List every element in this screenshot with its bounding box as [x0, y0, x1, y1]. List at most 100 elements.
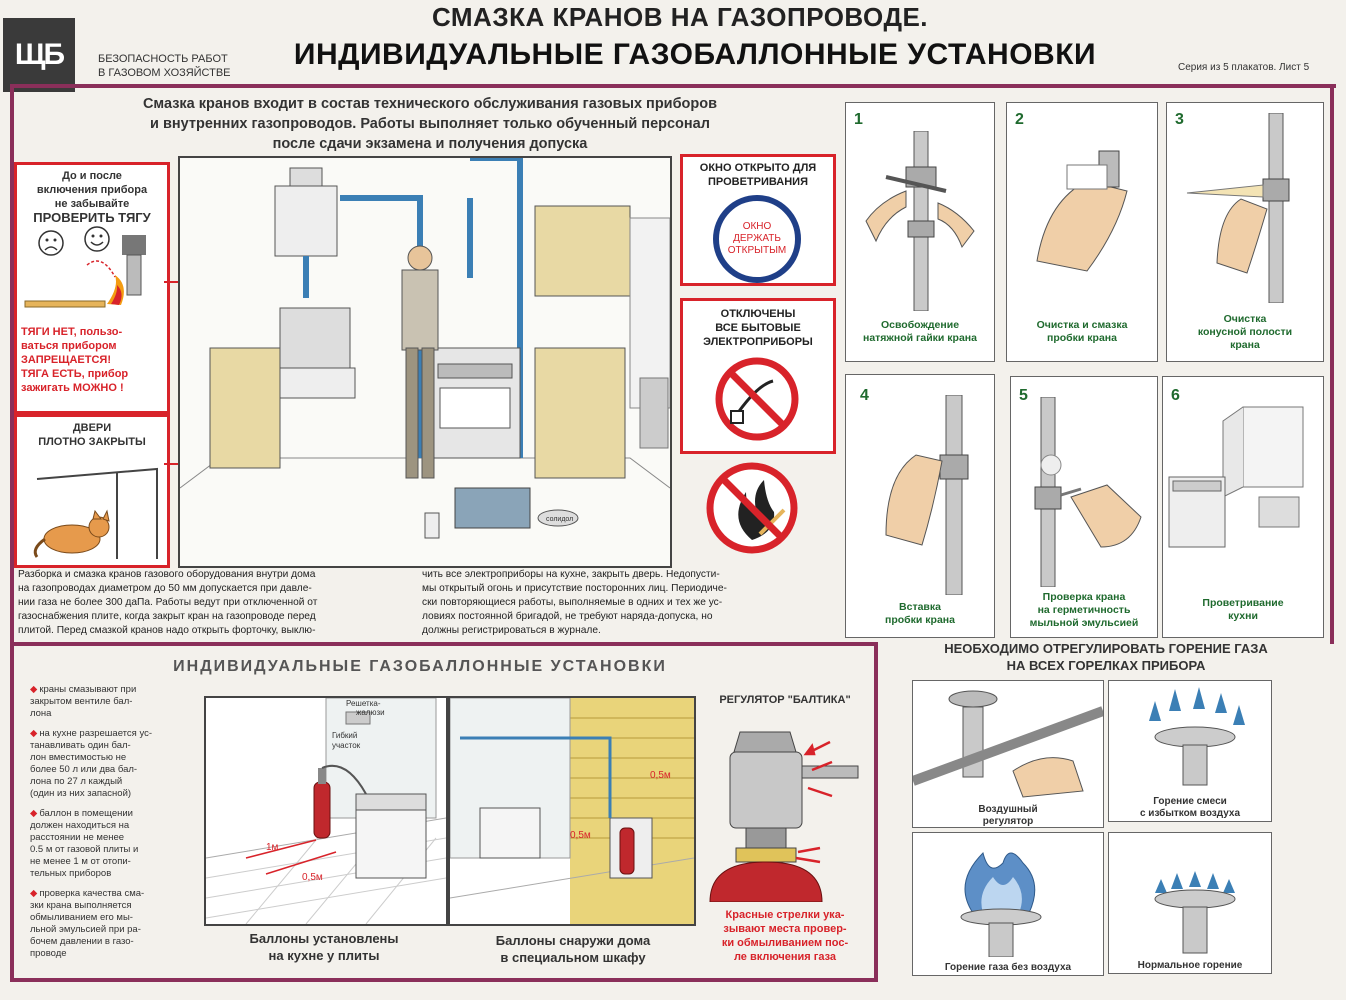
kitchen-illustration: солидол	[180, 158, 670, 539]
indoor-caption-line2: на кухне у плиты	[268, 948, 380, 963]
no-electric-plug-icon	[715, 357, 799, 441]
bottom-frame-line	[10, 978, 878, 982]
appliances-off-sign: ОТКЛЮЧЕНЫ ВСЕ БЫТОВЫЕ ЭЛЕКТРОПРИБОРЫ	[680, 298, 836, 454]
burner-heading-line1: НЕОБХОДИМО ОТРЕГУЛИРОВАТЬ ГОРЕНИЕ ГАЗА	[944, 641, 1268, 656]
step-caption-line: Проветривание	[1202, 597, 1284, 609]
normal-burning-panel: Нормальное горение	[1108, 832, 1272, 974]
badge-line3: ОТКРЫТЫМ	[727, 245, 787, 256]
step-card-6: 6 Проветривание кухни	[1162, 376, 1324, 638]
burner-heading-line2: НА ВСЕХ ГОРЕЛКАХ ПРИБОРА	[1006, 658, 1206, 673]
match-flame-illustration	[24, 226, 146, 308]
step-number: 5	[1019, 387, 1028, 404]
rule-line: обмыливанием его мы-	[30, 912, 133, 923]
rule-line: танавливать один бал-	[30, 740, 131, 751]
window-sign-line2: ПРОВЕТРИВАНИЯ	[708, 176, 808, 188]
badge-line2: ДЕРЖАТЬ	[733, 233, 781, 244]
distance-05m-side-label: 0,5м	[570, 830, 591, 841]
step-caption-line: на герметичность	[1037, 604, 1131, 616]
right-frame-line	[1330, 84, 1334, 644]
yes-draft-line1: ТЯГА ЕСТЬ, прибор	[21, 368, 129, 380]
window-sign-line1: ОКНО ОТКРЫТО ДЛЯ	[699, 162, 817, 174]
paragraph-line: плитой. Перед смазкой кранов надо открыт…	[18, 625, 316, 636]
no-air-caption: Горение газа без воздуха	[944, 962, 1072, 973]
cylinder-section-heading: ИНДИВИДУАЛЬНЫЕ ГАЗОБАЛЛОННЫЕ УСТАНОВКИ	[173, 658, 667, 675]
rule-line: льной эмульсией при ра-	[30, 924, 141, 935]
grille-label-1: Решетка-	[346, 699, 381, 708]
rule-line: баллон в помещении	[39, 808, 133, 819]
procedure-paragraph-col2: чить все электроприборы на кухне, закрыт…	[422, 568, 842, 638]
sheet-number: Серия из 5 плакатов. Лист 5	[1178, 62, 1310, 73]
paragraph-line: чить все электроприборы на кухне, закрыт…	[422, 569, 720, 580]
mid-vertical-line	[874, 642, 878, 982]
rule-line: лона	[30, 708, 52, 719]
draft-text-3: не забывайте	[54, 198, 130, 210]
indoor-cylinder-illustration: Решетка- жалюзи Гибкий участок 1м 0,5м	[206, 698, 446, 924]
doors-text-2: ПЛОТНО ЗАКРЫТЫ	[38, 436, 146, 448]
step-number: 2	[1015, 111, 1024, 128]
paragraph-line: ски повторяющиеся работы, выполняемые в …	[422, 597, 723, 608]
paragraph-line: ловиях постоянной бригадой, не требуют н…	[422, 611, 713, 622]
intro-line3: после сдачи экзамена и получения допуска	[272, 136, 588, 152]
procedure-paragraph-col1: Разборка и смазка кранов газового оборуд…	[18, 568, 420, 638]
top-frame-line	[10, 84, 1336, 88]
hose-label-1: Гибкий	[332, 731, 357, 740]
rule-line: бочем давлении в газо-	[30, 936, 134, 947]
loosen-nut-illustration	[865, 131, 975, 311]
rule-line: более 50 л или два бал-	[30, 764, 138, 775]
rule-line: зки крана выполняется	[30, 900, 132, 911]
paragraph-line: нии газа не более 300 даПа. Работы ведут…	[18, 597, 318, 608]
rule-line: не менее 1 м от отопи-	[30, 856, 131, 867]
rule-item: ◆на кухне разрешается ус- танавливать од…	[30, 728, 200, 800]
indoor-cylinder-scene: Решетка- жалюзи Гибкий участок 1м 0,5м	[204, 696, 448, 926]
rule-item: ◆проверка качества сма- зки крана выполн…	[30, 888, 200, 960]
distance-05m-top-label: 0,5м	[650, 770, 671, 781]
excess-air-caption-line2: с избытком воздуха	[1139, 808, 1241, 819]
draft-text-2: включения прибора	[36, 184, 148, 196]
step-caption-line: пробки крана	[885, 614, 955, 626]
normal-flame-illustration	[1154, 871, 1236, 954]
regulator-note-line: ле включения газа	[733, 951, 837, 963]
no-draft-line2: ваться прибором	[21, 340, 117, 352]
step-caption-line: мыльной эмульсией	[1029, 617, 1139, 629]
step-caption-line: Проверка крана	[1042, 591, 1126, 603]
step-card-4: 4 Вставка пробки крана	[845, 374, 995, 638]
publisher-logo: ЩБ	[3, 18, 75, 92]
draft-check-box: До и после включения прибора не забывайт…	[14, 162, 170, 414]
paragraph-line: на газопроводах диаметром до 50 мм допус…	[18, 583, 312, 594]
no-air-flame-illustration	[960, 852, 1042, 958]
grille-label-2: жалюзи	[356, 708, 385, 717]
step-caption-line: Очистка	[1223, 313, 1267, 325]
air-regulator-caption: Воздушный регулятор	[913, 804, 1103, 827]
clean-plug-illustration	[1036, 150, 1128, 272]
excess-air-caption: Горение смеси с избытком воздуха	[1109, 796, 1271, 820]
rule-line: лон вместимостью не	[30, 752, 127, 763]
step-caption-line: натяжной гайки крана	[862, 332, 977, 344]
step-caption-line: конусной полости	[1197, 326, 1293, 338]
cat-at-door-illustration	[33, 467, 158, 559]
no-draft-line1: ТЯГИ НЕТ, пользо-	[21, 326, 123, 338]
rule-line: закрытом вентиле бал-	[30, 696, 133, 707]
intro-line2: и внутренних газопроводов. Работы выполн…	[150, 116, 710, 132]
doors-closed-box: ДВЕРИ ПЛОТНО ЗАКРЫТЫ	[14, 414, 170, 568]
yes-draft-line2: зажигать МОЖНО !	[21, 382, 124, 394]
no-open-fire-icon	[706, 462, 798, 554]
step-caption-line: Освобождение	[880, 319, 960, 331]
ventilate-kitchen-illustration	[1168, 406, 1304, 548]
series-name-line1: БЕЗОПАСНОСТЬ РАБОТ	[98, 53, 228, 65]
regulator-note-line: ки обмыливанием пос-	[721, 937, 849, 949]
air-regulator-panel: Воздушный регулятор	[912, 680, 1104, 828]
draft-text-4: ПРОВЕРИТЬ ТЯГУ	[33, 210, 151, 225]
kitchen-scene: солидол	[178, 156, 672, 568]
step-card-1: 1 Освобождение натяжной гайки крана	[845, 102, 995, 362]
soap-test-illustration	[1034, 397, 1142, 587]
rule-item: ◆краны смазывают при закрытом вентиле ба…	[30, 684, 200, 720]
outdoor-cylinder-scene: 0,5м 0,5м	[448, 696, 696, 926]
step-caption-line: пробки крана	[1047, 332, 1117, 344]
rule-line: проверка качества сма-	[39, 888, 145, 899]
indoor-caption: Баллоны установлены на кухне у плиты	[204, 930, 444, 964]
excess-air-panel: Горение смеси с избытком воздуха	[1108, 680, 1272, 822]
excess-air-flame-illustration	[1149, 687, 1245, 786]
distance-05m-label: 0,5м	[302, 872, 323, 883]
rule-line: должен находиться на	[30, 820, 130, 831]
step-card-2: 2 Очистка и смазка пробки крана	[1006, 102, 1158, 362]
